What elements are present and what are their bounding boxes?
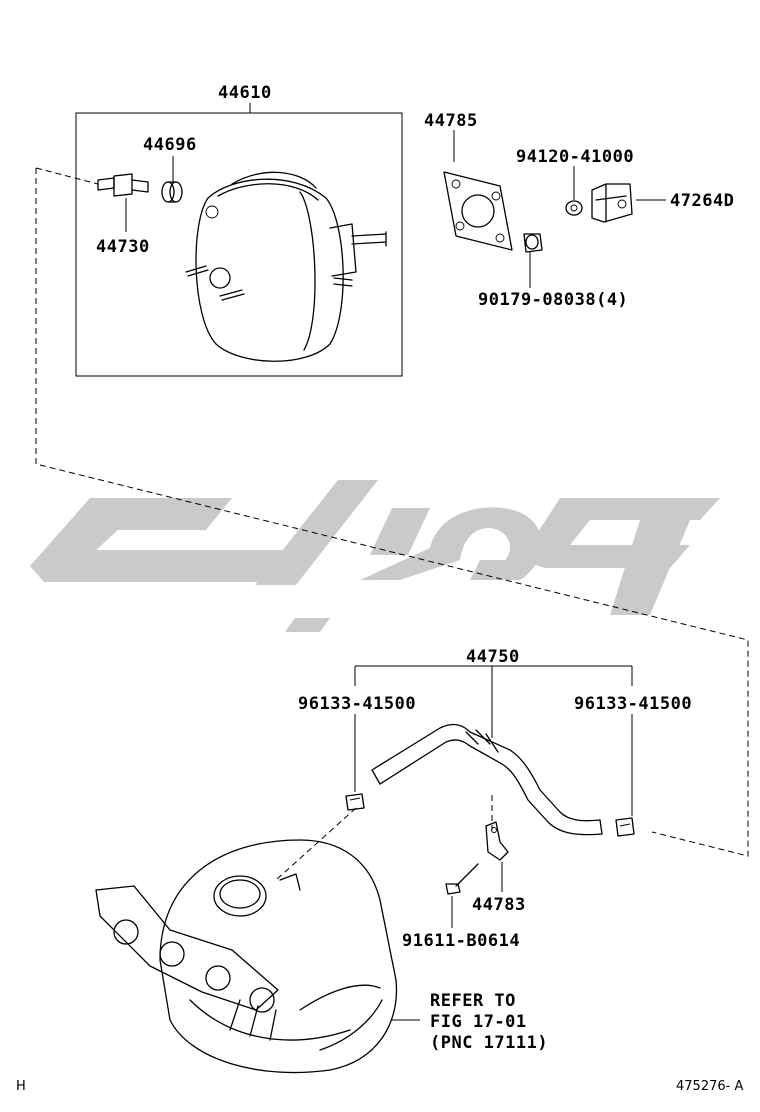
refer-line-1: REFER TO	[430, 991, 516, 1011]
label-check-valve-grommet: 44696	[143, 135, 197, 155]
bolt	[445, 863, 479, 895]
label-clip-right: 96133-41500	[574, 694, 692, 714]
vacuum-hose	[371, 723, 603, 836]
nut-upper	[565, 200, 583, 216]
hose-clip-right	[615, 817, 635, 837]
watermark-logo	[30, 480, 720, 632]
label-hose-assembly: 44750	[466, 647, 520, 667]
label-check-valve: 44730	[96, 237, 150, 257]
booster-assembly-box	[75, 112, 403, 377]
hose-clip-left	[345, 793, 365, 811]
label-bracket: 47264D	[670, 191, 734, 211]
refer-line-2: FIG 17-01	[430, 1012, 527, 1032]
leader-lines	[125, 103, 666, 1021]
bracket	[591, 183, 633, 223]
label-clip-left: 96133-41500	[298, 694, 416, 714]
refer-line-3: (PNC 17111)	[430, 1033, 548, 1053]
illustration-number: 475276- A	[676, 1079, 743, 1094]
nut-lower	[523, 233, 543, 253]
label-nut-upper: 94120-41000	[516, 147, 634, 167]
corner-mark: H	[16, 1079, 26, 1094]
refer-note: REFER TO FIG 17-01 (PNC 17111)	[430, 991, 548, 1053]
brake-booster	[185, 171, 387, 362]
routing-dashes	[35, 167, 749, 881]
part-labels: 44610 44696 44730 44785 94120-41000 4726…	[96, 83, 734, 951]
hose-clamp	[485, 821, 509, 861]
gasket	[443, 171, 513, 251]
intake-manifold	[95, 839, 398, 1074]
label-gasket: 44785	[424, 111, 478, 131]
check-valve	[97, 173, 149, 197]
label-bolt: 91611-B0614	[402, 931, 520, 951]
grommet	[161, 181, 183, 203]
label-nut-lower: 90179-08038(4)	[478, 290, 628, 310]
label-hose-clamp: 44783	[472, 895, 526, 915]
label-booster-assembly: 44610	[218, 83, 272, 103]
